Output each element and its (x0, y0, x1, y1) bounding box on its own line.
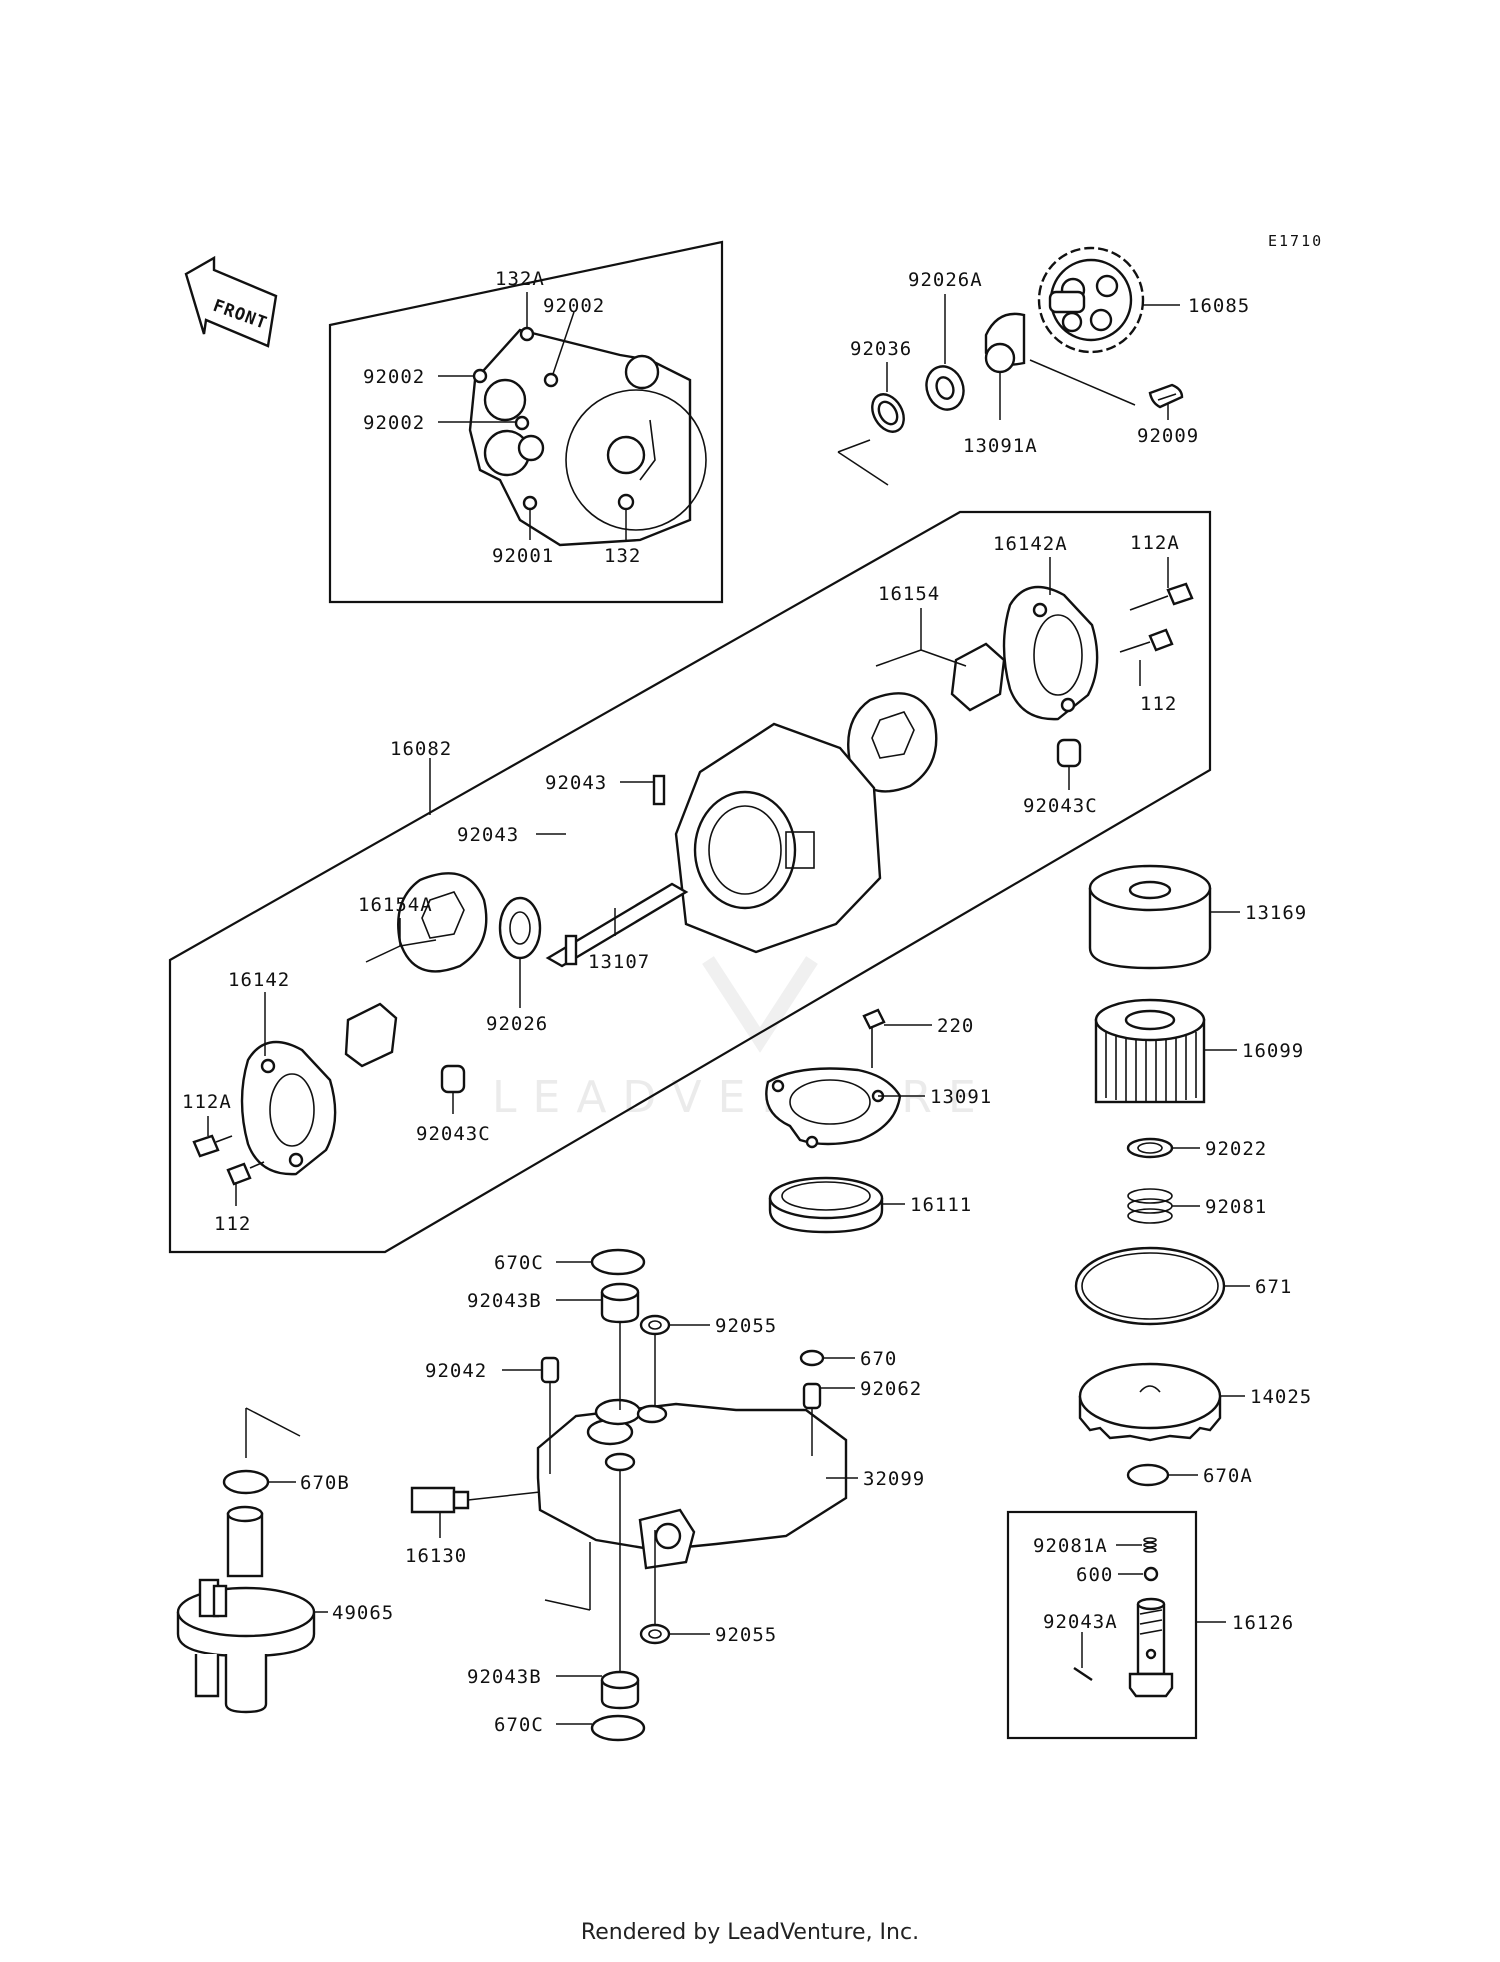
label-92002-mid: 92002 (363, 366, 425, 388)
label-13169: 13169 (1245, 902, 1307, 924)
label-92001: 92001 (492, 545, 554, 567)
label-92026A: 92026A (908, 269, 983, 291)
label-670: 670 (860, 1348, 897, 1370)
housing-labels: 670C 92043B 92055 670 92042 92062 32099 … (405, 1252, 925, 1736)
label-92043B-top: 92043B (467, 1290, 542, 1312)
label-92081: 92081 (1205, 1196, 1267, 1218)
label-92009: 92009 (1137, 425, 1199, 447)
pump-cover-box (328, 240, 724, 604)
label-92081A: 92081A (1033, 1535, 1108, 1557)
label-92055-bottom: 92055 (715, 1624, 777, 1646)
label-112-right: 112 (1140, 693, 1177, 715)
pump-assembly-box (168, 510, 1212, 1254)
label-16085: 16085 (1188, 295, 1250, 317)
label-16099: 16099 (1242, 1040, 1304, 1062)
label-92022: 92022 (1205, 1138, 1267, 1160)
label-92055-top: 92055 (715, 1315, 777, 1337)
pump-cover-labels: 132A 92002 92002 92002 92001 132 (363, 268, 641, 567)
label-13107: 13107 (588, 951, 650, 973)
label-112A-right: 112A (1130, 532, 1180, 554)
label-600: 600 (1076, 1564, 1113, 1586)
label-92043-top: 92043 (545, 772, 607, 794)
filter-labels: 13169 16099 92022 92081 671 14025 670A (1168, 902, 1312, 1487)
strainer-labels: 220 13091 16111 (878, 1015, 992, 1216)
label-92043C-right: 92043C (1023, 795, 1098, 817)
front-arrow-icon: FRONT (184, 255, 278, 348)
label-13091: 13091 (930, 1086, 992, 1108)
label-92043C-left: 92043C (416, 1123, 491, 1145)
label-16154A: 16154A (358, 894, 433, 916)
pickup-group (176, 1407, 316, 1714)
label-16154: 16154 (878, 583, 940, 605)
label-49065: 49065 (332, 1602, 394, 1624)
pickup-labels: 670B 49065 (268, 1472, 394, 1624)
filter-stack (1074, 864, 1226, 1487)
watermark-text: LEADVENTURE (492, 1072, 992, 1123)
label-670A: 670A (1203, 1465, 1253, 1487)
label-670C-bottom: 670C (494, 1714, 544, 1736)
label-92043-mid: 92043 (457, 824, 519, 846)
label-112A-left: 112A (182, 1091, 232, 1113)
label-92002-low: 92002 (363, 412, 425, 434)
label-671: 671 (1255, 1276, 1292, 1298)
relief-valve-labels: 92081A 600 92043A 16126 (1033, 1535, 1294, 1668)
label-132A: 132A (495, 268, 545, 290)
gear-assembly (837, 246, 1184, 486)
footer-credit: Rendered by LeadVenture, Inc. (580, 1920, 920, 1945)
diagram-code: E1710 (1268, 232, 1323, 250)
label-132: 132 (604, 545, 641, 567)
label-16130: 16130 (405, 1545, 467, 1567)
housing-group (410, 1248, 848, 1742)
label-92002-top: 92002 (543, 295, 605, 317)
label-32099: 32099 (863, 1468, 925, 1490)
label-92042: 92042 (425, 1360, 487, 1382)
label-92043A: 92043A (1043, 1611, 1118, 1633)
label-16142: 16142 (228, 969, 290, 991)
label-92026: 92026 (486, 1013, 548, 1035)
relief-valve-box (1006, 1510, 1198, 1740)
label-16142A: 16142A (993, 533, 1068, 555)
label-112-left: 112 (214, 1213, 251, 1235)
gear-labels: 92026A 16085 92036 13091A 92009 (850, 269, 1250, 457)
label-670C-top: 670C (494, 1252, 544, 1274)
label-670B: 670B (300, 1472, 350, 1494)
label-220: 220 (937, 1015, 974, 1037)
label-92043B-bottom: 92043B (467, 1666, 542, 1688)
label-14025: 14025 (1250, 1386, 1312, 1408)
label-92062: 92062 (860, 1378, 922, 1400)
label-16082: 16082 (390, 738, 452, 760)
label-92036: 92036 (850, 338, 912, 360)
pump-assembly-labels: 16142A 112A 16154 112 16082 92043C 92043… (182, 532, 1180, 1235)
label-16126: 16126 (1232, 1612, 1294, 1634)
label-16111: 16111 (910, 1194, 972, 1216)
label-13091A: 13091A (963, 435, 1038, 457)
strainer-group (765, 1008, 902, 1234)
